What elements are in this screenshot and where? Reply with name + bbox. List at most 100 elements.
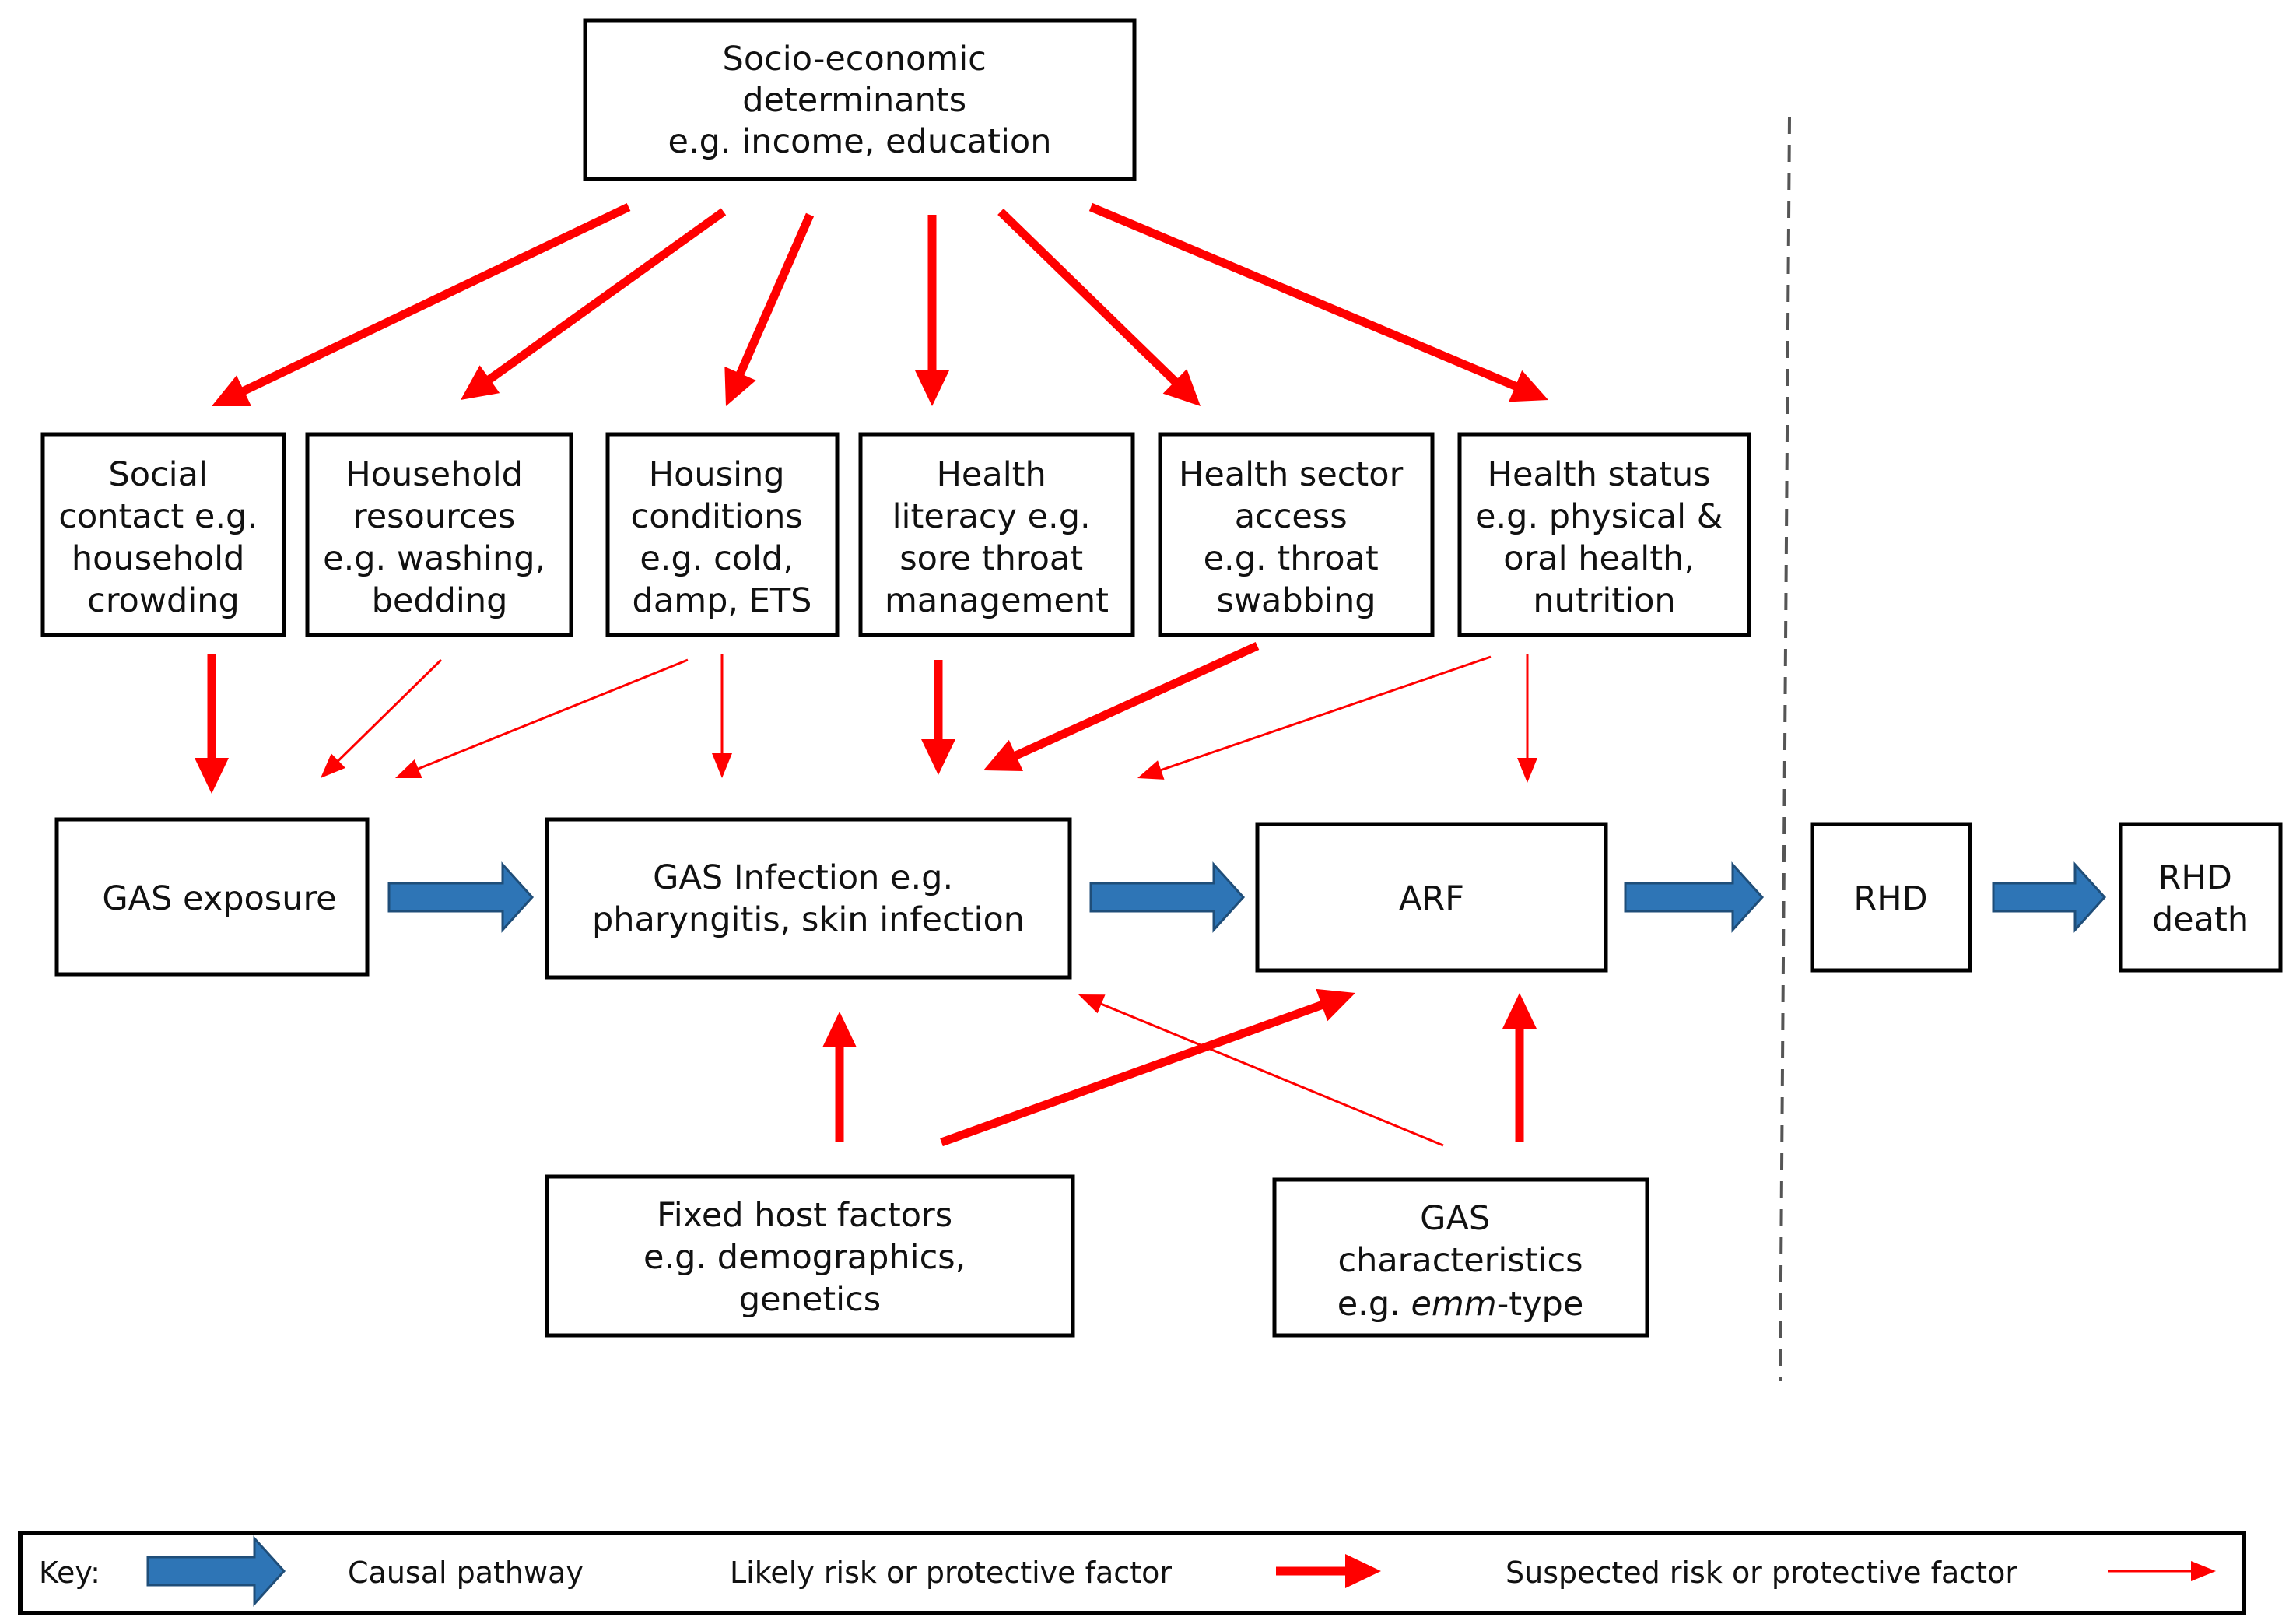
status-line-3: oral health,: [1503, 539, 1695, 578]
svg-text:Health sector access: Health sector access e.g. throat swabbin…: [1179, 455, 1414, 620]
key-suspected-arrow: [2108, 1561, 2216, 1581]
gas-infection-box: GAS Infection e.g. pharyngitis, skin inf…: [545, 817, 1072, 980]
svg-text:GAS characteristics: GAS characteristics: [1337, 1199, 1583, 1280]
arrow-arf-to-rhd: [1624, 861, 1765, 933]
arrow-health-sector-access-to-gas-infection: [983, 641, 1260, 771]
arrow-infection-to-arf: [1089, 861, 1246, 933]
arf-box: ARF: [1255, 822, 1608, 973]
social-contact-box: Social contact e.g. household crowding: [40, 432, 286, 637]
rhd-death-line-1: RHD: [2158, 858, 2232, 897]
housing-conditions-box: Housing conditions e.g. cold, damp, ETS: [605, 432, 840, 637]
arrow-host-factors-to-arf: [940, 988, 1355, 1147]
arrow-socio-to-housing-conditions: [724, 212, 815, 406]
social-line-3: household: [72, 539, 244, 578]
socio-line-2: determinants: [742, 81, 966, 120]
literacy-line-3: sore throat: [899, 539, 1083, 578]
infection-line-2: pharyngitis, skin infection: [592, 900, 1025, 939]
key-likely-arrow: [1276, 1554, 1381, 1588]
gas-exposure-box: GAS exposure: [54, 817, 370, 977]
gas-characteristics-box: GAS characteristics e.g. emm-type: [1272, 1177, 1649, 1338]
sector-line-4: swabbing: [1216, 581, 1376, 620]
housing-line-2: conditions: [631, 497, 803, 536]
svg-text:RHD: RHD: [1853, 879, 1927, 918]
housing-line-4: damp, ETS: [633, 581, 812, 620]
fixed-host-factors-box: Fixed host factors e.g. demographics, ge…: [545, 1174, 1075, 1338]
health-status-box: Health status e.g. physical & oral healt…: [1457, 432, 1751, 637]
housing-line-1: Housing: [649, 455, 785, 494]
rhd-line-1: RHD: [1853, 879, 1927, 918]
svg-text:Health literacy e.g.: Health literacy e.g. sore throat managem…: [885, 455, 1109, 620]
arrow-socio-to-health-sector-access: [997, 209, 1201, 406]
key-legend: Key: Causal pathway Likely risk or prote…: [18, 1531, 2246, 1615]
svg-text:Household resources: Household resources e.g. washing, beddin…: [323, 455, 556, 620]
status-line-2: e.g. physical &: [1475, 497, 1723, 536]
svg-text:Fixed host factors e.g.: Fixed host factors e.g. demographics, ge…: [643, 1196, 976, 1319]
literacy-line-2: literacy e.g.: [892, 497, 1091, 536]
arrow-socio-to-household-resources: [461, 208, 727, 400]
socio-line-1: Socio-economic: [723, 40, 987, 79]
gas-char-line-2: characteristics: [1337, 1241, 1583, 1280]
social-line-1: Social: [108, 455, 208, 494]
arrow-household-resources-to-gas-exposure: [321, 658, 443, 778]
gas-char-line-3: e.g. emm-type: [1337, 1285, 1584, 1324]
exposure-line-1: GAS exposure: [102, 879, 336, 918]
arrow-housing-conditions-to-gas-exposure: [395, 658, 689, 779]
arrow-social-contact-to-gas-exposure: [195, 654, 229, 794]
socio-economic-box: Socio-economic determinants e.g. income,…: [583, 18, 1137, 181]
arrow-gas-characteristics-to-gas-infection: [1078, 994, 1444, 1147]
arrow-rhd-to-rhd-death: [1992, 861, 2107, 933]
socio-line-3: e.g. income, education: [668, 122, 1052, 161]
svg-text:Housing conditions: Housing conditions e.g. cold, damp, ETS: [631, 455, 814, 620]
key-suspected-label: Suspected risk or protective factor: [1506, 1556, 2017, 1590]
arrow-socio-to-health-literacy: [915, 215, 949, 406]
svg-text:ARF: ARF: [1399, 879, 1464, 918]
status-line-1: Health status: [1488, 455, 1711, 494]
svg-text:GAS exposure: GAS exposure: [102, 879, 336, 918]
rhd-death-box: RHD death: [2119, 822, 2283, 973]
key-title: Key:: [39, 1556, 100, 1590]
arrow-socio-to-health-status: [1088, 202, 1548, 402]
literacy-line-1: Health: [937, 455, 1046, 494]
arrow-host-factors-to-gas-infection: [822, 1012, 857, 1142]
svg-text:RHD death: RHD death: [2152, 858, 2249, 939]
arrow-health-status-to-gas-infection: [1137, 655, 1492, 780]
svg-text:Health status e.g. physi: Health status e.g. physical & oral healt…: [1475, 455, 1733, 620]
arrows-layer: [195, 202, 2107, 1147]
status-line-4: nutrition: [1533, 581, 1675, 620]
social-line-4: crowding: [87, 581, 240, 620]
household-line-2: resources: [353, 497, 515, 536]
key-causal-arrow: [146, 1535, 286, 1607]
sector-line-3: e.g. throat: [1204, 539, 1379, 578]
arrow-health-literacy-to-gas-infection: [921, 660, 955, 775]
host-line-3: genetics: [739, 1280, 881, 1319]
household-resources-box: Household resources e.g. washing, beddin…: [305, 432, 573, 637]
arf-line-1: ARF: [1399, 879, 1464, 918]
key-causal-label: Causal pathway: [348, 1556, 584, 1590]
host-line-1: Fixed host factors: [657, 1196, 952, 1235]
stage-divider: [1779, 116, 1791, 1382]
rhd-death-line-2: death: [2152, 900, 2249, 939]
svg-text:Socio-economic determina: Socio-economic determinants e.g. income,…: [668, 40, 1052, 161]
health-sector-access-box: Health sector access e.g. throat swabbin…: [1158, 432, 1435, 637]
rhd-box: RHD: [1810, 822, 1972, 973]
sector-line-1: Health sector: [1179, 455, 1404, 494]
svg-text:GAS Infection e.g. phar: GAS Infection e.g. pharyngitis, skin inf…: [592, 858, 1025, 939]
household-line-1: Household: [345, 455, 523, 494]
household-line-4: bedding: [372, 581, 508, 620]
sector-line-2: access: [1235, 497, 1348, 536]
social-line-2: contact e.g.: [58, 497, 258, 536]
arrow-exposure-to-infection: [387, 861, 535, 933]
household-line-3: e.g. washing,: [323, 539, 545, 578]
literacy-line-4: management: [885, 581, 1109, 620]
key-likely-label: Likely risk or protective factor: [730, 1556, 1172, 1590]
gas-char-line-1: GAS: [1420, 1199, 1490, 1238]
infection-line-1: GAS Infection e.g.: [653, 858, 953, 897]
svg-text:Social contact e.g.: Social contact e.g. household crowding: [58, 455, 268, 620]
arrow-housing-conditions-to-gas-infection: [712, 654, 732, 778]
health-literacy-box: Health literacy e.g. sore throat managem…: [858, 432, 1135, 637]
host-line-2: e.g. demographics,: [643, 1238, 966, 1277]
arrow-health-status-to-arf: [1517, 654, 1537, 783]
arrow-socio-to-social-contact: [212, 203, 631, 407]
arrow-gas-characteristics-to-arf: [1502, 993, 1537, 1142]
